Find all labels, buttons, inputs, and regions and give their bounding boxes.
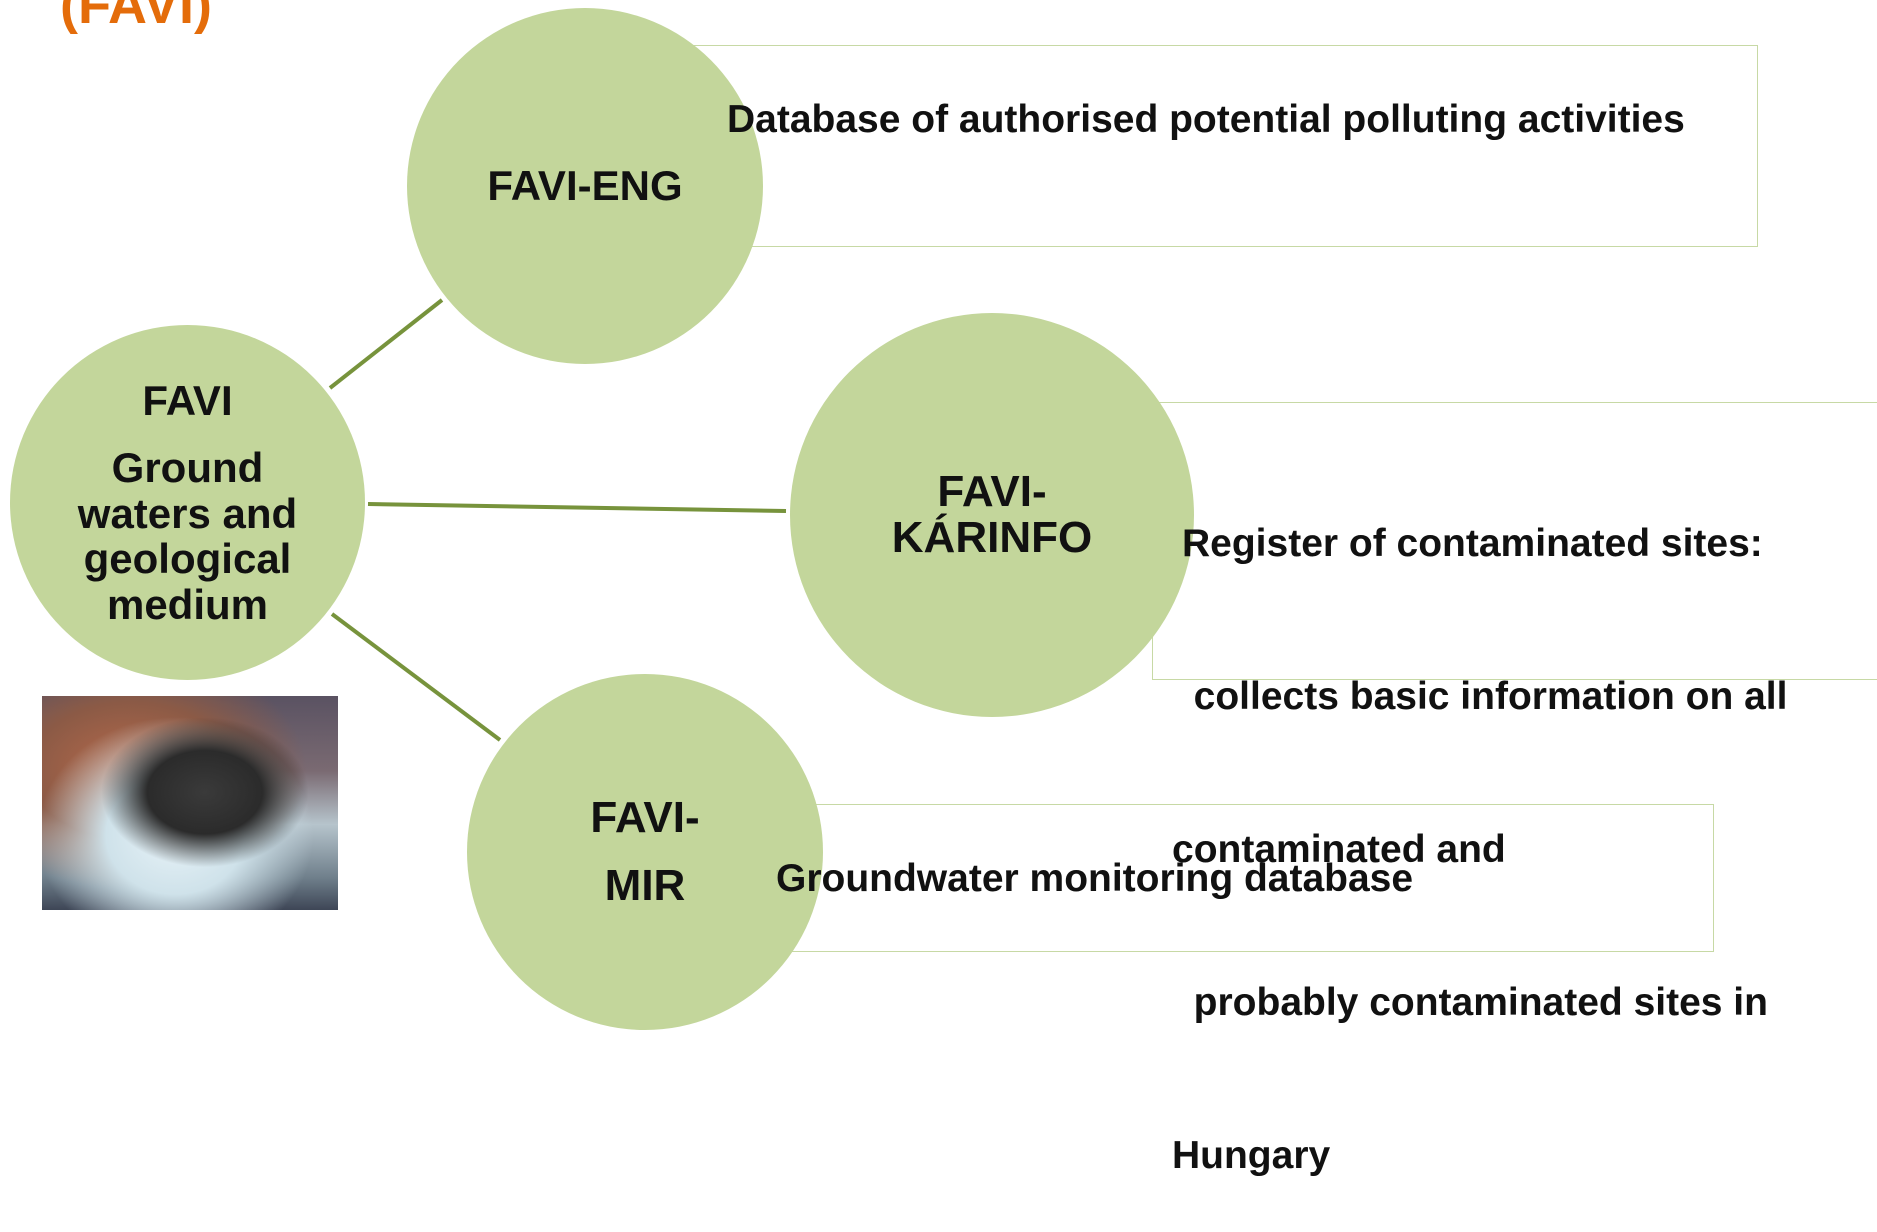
description-karinfo-line: Hungary bbox=[1172, 1134, 1331, 1177]
groundwater-cave-photo bbox=[42, 696, 338, 910]
center-subtitle-line: medium bbox=[106, 580, 268, 628]
box-karinfo bbox=[1152, 402, 1877, 680]
center-node-subtitle: Ground waters and geological medium bbox=[77, 444, 298, 628]
center-node-title: FAVI bbox=[142, 377, 233, 425]
connector-mir bbox=[330, 612, 502, 742]
box-mir bbox=[760, 804, 1714, 952]
slide-title: (FAVI) bbox=[60, 0, 212, 35]
node-favi-eng: FAVI-ENG bbox=[407, 8, 763, 364]
node-mir-label-line: MIR bbox=[604, 861, 686, 910]
node-favi-center: FAVI Ground waters and geological medium bbox=[10, 325, 365, 680]
connector-karinfo bbox=[367, 502, 787, 513]
center-subtitle-line: geological bbox=[83, 535, 292, 583]
box-eng bbox=[670, 45, 1758, 247]
description-mir: Groundwater monitoring database bbox=[776, 857, 1414, 900]
description-eng: Database of authorised potential polluti… bbox=[727, 98, 1685, 141]
center-subtitle-line: waters and bbox=[77, 489, 298, 537]
description-karinfo-line: Register of contaminated sites: bbox=[1182, 522, 1763, 565]
connector-eng bbox=[328, 298, 444, 390]
node-favi-karinfo: FAVI- KÁRINFO bbox=[790, 313, 1194, 717]
node-eng-label: FAVI-ENG bbox=[487, 162, 683, 209]
center-subtitle-line: Ground bbox=[111, 444, 264, 492]
description-karinfo: Register of contaminated sites: collects… bbox=[1172, 416, 1787, 1232]
node-karinfo-label-line: FAVI- bbox=[937, 466, 1047, 516]
node-karinfo-label-line: KÁRINFO bbox=[891, 513, 1093, 562]
connectors bbox=[328, 298, 787, 742]
node-favi-mir: FAVI- MIR bbox=[467, 674, 823, 1030]
description-karinfo-line: probably contaminated sites in bbox=[1172, 981, 1768, 1024]
description-karinfo-line: collects basic information on all bbox=[1172, 675, 1788, 718]
description-karinfo-line: contaminated and bbox=[1172, 828, 1506, 871]
node-mir-label-line: FAVI- bbox=[590, 792, 700, 842]
